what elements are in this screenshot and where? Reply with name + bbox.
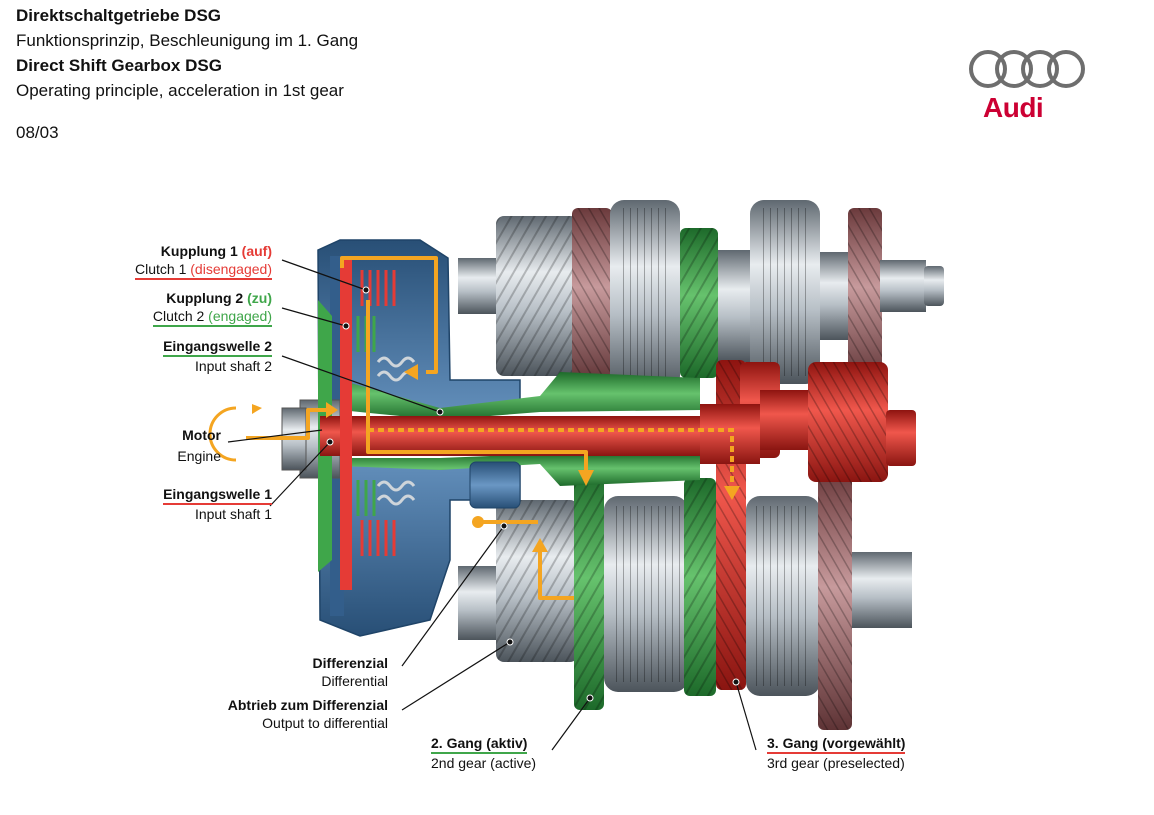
selector-sleeve xyxy=(469,461,521,509)
gear-2-en: 2nd gear (active) xyxy=(431,755,537,771)
differential-de: Differenzial xyxy=(312,655,388,671)
clutch-1-de-state: (auf) xyxy=(241,243,272,259)
clutch-1-de: Kupplung 1 xyxy=(160,243,238,259)
label-clutch-2: Kupplung 2 (zu) Clutch 2 (engaged) xyxy=(152,289,272,327)
clutch-2-de: Kupplung 2 xyxy=(166,290,244,306)
third-gear-assembly xyxy=(740,362,916,482)
clutch-2-en-state: (engaged) xyxy=(208,308,272,324)
gear-3-en: 3rd gear (preselected) xyxy=(767,755,905,771)
arrow-heads xyxy=(252,364,740,552)
label-input-shaft-2: Eingangswelle 2 Input shaft 2 xyxy=(163,337,272,375)
motor-de: Motor xyxy=(182,427,221,443)
label-gear-2: 2. Gang (aktiv) 2nd gear (active) xyxy=(431,734,536,772)
input-shaft-1 xyxy=(320,258,760,590)
upper-gear-cluster xyxy=(458,200,944,390)
title-english: Direct Shift Gearbox DSG xyxy=(16,56,222,75)
clutch-2-de-state: (zu) xyxy=(247,290,272,306)
motor-en: Engine xyxy=(177,448,221,464)
output-en: Output to differential xyxy=(262,715,388,731)
input-shaft-1-en: Input shaft 1 xyxy=(194,506,272,522)
differential-en: Differential xyxy=(321,673,388,689)
output-de: Abtrieb zum Differenzial xyxy=(227,697,388,713)
label-clutch-1: Kupplung 1 (auf) Clutch 1 (disengaged) xyxy=(135,242,272,280)
clutch-1-en: Clutch 1 xyxy=(135,261,187,277)
gear-3-de: 3. Gang (vorgewählt) xyxy=(767,735,906,754)
leader-lines xyxy=(227,259,757,751)
audi-rings-logo xyxy=(969,50,1085,88)
input-shaft-1-de: Eingangswelle 1 xyxy=(163,486,272,505)
label-output-to-differential: Abtrieb zum Differenzial Output to diffe… xyxy=(228,696,388,732)
subtitle-english: Operating principle, acceleration in 1st… xyxy=(16,81,344,100)
label-differential: Differenzial Differential xyxy=(313,654,388,690)
audi-logo-text: Audi xyxy=(983,92,1044,123)
label-motor: Motor Engine xyxy=(177,426,221,465)
title-german: Direktschaltgetriebe DSG xyxy=(16,6,222,25)
lower-gear-cluster xyxy=(458,360,912,730)
input-shaft-2-de: Eingangswelle 2 xyxy=(163,338,272,357)
preselected-flow-arrow xyxy=(368,428,734,488)
subtitle-german: Funktionsprinzip, Beschleunigung im 1. G… xyxy=(16,31,359,50)
clutch-2-en: Clutch 2 xyxy=(152,308,205,324)
date-label: 08/03 xyxy=(16,123,59,142)
power-flow-arrows xyxy=(208,256,588,600)
input-shaft-2-en: Input shaft 2 xyxy=(194,358,272,374)
clutch-1-en-state: (disengaged) xyxy=(190,261,272,277)
leader-dots xyxy=(326,286,740,702)
gear-2-de: 2. Gang (aktiv) xyxy=(431,735,528,754)
label-input-shaft-1: Eingangswelle 1 Input shaft 1 xyxy=(163,485,272,523)
label-gear-3: 3. Gang (vorgewählt) 3rd gear (preselect… xyxy=(767,734,906,772)
